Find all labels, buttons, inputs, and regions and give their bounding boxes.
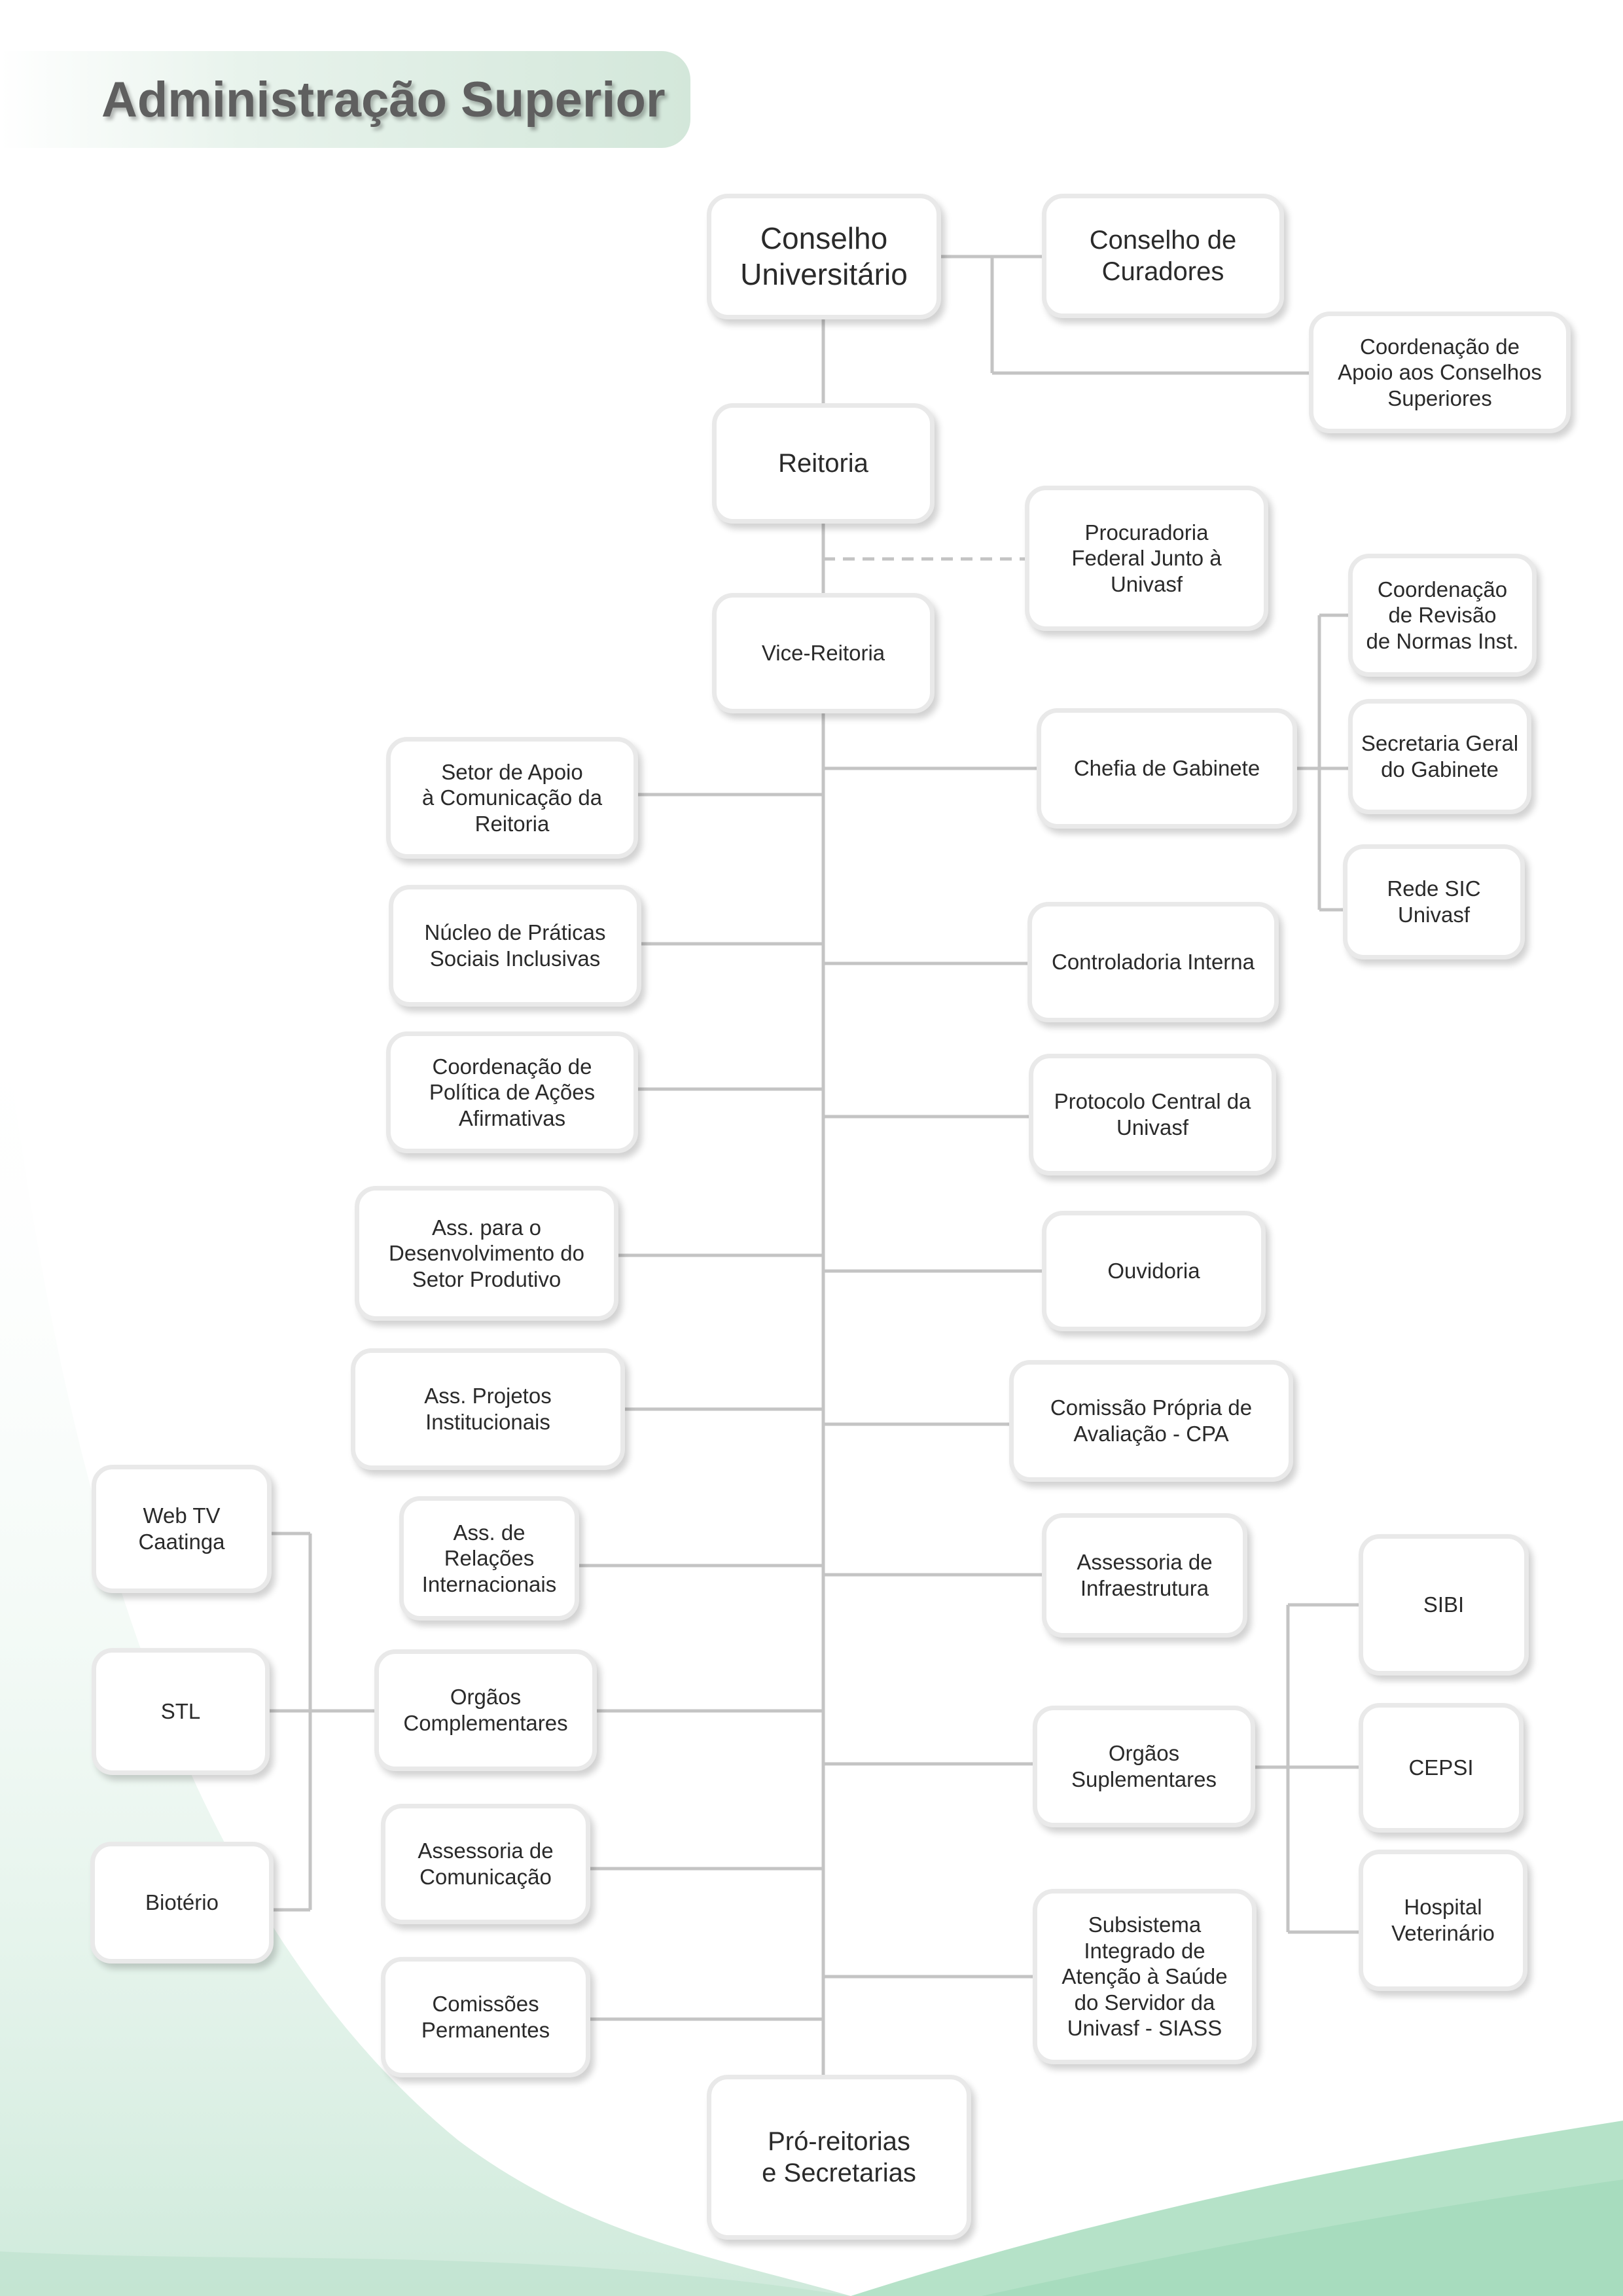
- node-conselho-universitario: Conselho Universitário: [707, 194, 941, 319]
- node-assessoria-comunicacao: Assessoria de Comunicação: [381, 1804, 590, 1924]
- node-stl: STL: [92, 1648, 270, 1775]
- node-siass: Subsistema Integrado de Atenção à Saúde …: [1033, 1889, 1257, 2064]
- node-comissoes-permanentes: Comissões Permanentes: [381, 1957, 590, 2077]
- node-pro-reitorias-secretarias: Pró-reitorias e Secretarias: [707, 2075, 971, 2240]
- node-ass-setor-produtivo: Ass. para o Desenvolvimento do Setor Pro…: [355, 1186, 618, 1321]
- node-controladoria-interna: Controladoria Interna: [1027, 902, 1279, 1022]
- node-reitoria: Reitoria: [712, 403, 935, 524]
- node-hospital-veterinario: Hospital Veterinário: [1359, 1850, 1527, 1991]
- node-cpa: Comissão Própria de Avaliação - CPA: [1009, 1360, 1293, 1482]
- node-procuradoria-federal: Procuradoria Federal Junto à Univasf: [1025, 486, 1268, 631]
- node-orgaos-complementares: Orgãos Complementares: [374, 1649, 597, 1771]
- node-assessoria-infraestrutura: Assessoria de Infraestrutura: [1042, 1513, 1247, 1638]
- node-nucleo-praticas-sociais: Núcleo de Práticas Sociais Inclusivas: [389, 885, 641, 1007]
- node-conselho-curadores: Conselho de Curadores: [1042, 194, 1284, 318]
- node-ouvidoria: Ouvidoria: [1042, 1211, 1266, 1331]
- node-chefia-gabinete: Chefia de Gabinete: [1037, 708, 1297, 829]
- node-rede-sic: Rede SIC Univasf: [1343, 844, 1525, 960]
- node-web-tv-caatinga: Web TV Caatinga: [92, 1465, 272, 1593]
- node-ass-relacoes-internacionais: Ass. de Relações Internacionais: [399, 1496, 579, 1621]
- node-sibi: SIBI: [1359, 1534, 1529, 1676]
- node-coordenacao-acoes-afirmativas: Coordenação de Política de Ações Afirmat…: [386, 1031, 638, 1153]
- node-coordenacao-apoio-conselhos: Coordenação de Apoio aos Conselhos Super…: [1309, 312, 1571, 433]
- node-coordenacao-revisao-normas: Coordenação de Revisão de Normas Inst.: [1348, 554, 1537, 677]
- header-banner: Administração Superior: [0, 51, 690, 148]
- node-setor-apoio-comunicacao: Setor de Apoio à Comunicação da Reitoria: [386, 737, 638, 859]
- node-secretaria-geral-gabinete: Secretaria Geral do Gabinete: [1348, 699, 1531, 814]
- node-ass-projetos-institucionais: Ass. Projetos Institucionais: [351, 1348, 625, 1470]
- node-cepsi: CEPSI: [1359, 1703, 1524, 1833]
- node-orgaos-suplementares: Orgãos Suplementares: [1033, 1706, 1255, 1827]
- node-vice-reitoria: Vice-Reitoria: [712, 593, 935, 713]
- node-protocolo-central: Protocolo Central da Univasf: [1029, 1054, 1276, 1175]
- page-title: Administração Superior: [101, 71, 666, 128]
- node-bioterio: Biotério: [90, 1842, 274, 1964]
